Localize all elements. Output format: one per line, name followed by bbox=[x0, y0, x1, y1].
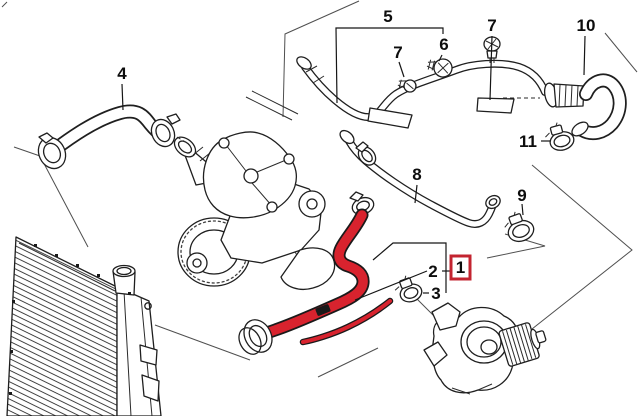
clamp-9-icon bbox=[504, 211, 535, 243]
callout-label-8: 8 bbox=[412, 165, 421, 184]
callout-label-6: 6 bbox=[439, 35, 448, 54]
pipe-5-bracket-left bbox=[367, 107, 413, 129]
leader-7-right bbox=[489, 35, 493, 101]
clamp-3-icon bbox=[394, 275, 423, 303]
engine-edge-lines bbox=[245, 90, 299, 121]
pump-housing bbox=[220, 181, 323, 264]
callout-label-1: 1 bbox=[456, 258, 465, 277]
water-pump-assembly bbox=[173, 90, 336, 291]
pipe-8-end-bore bbox=[488, 198, 498, 206]
callout-label-5: 5 bbox=[383, 7, 392, 26]
callout-label-10: 10 bbox=[577, 16, 596, 35]
throttle-heater-ribs bbox=[498, 322, 547, 367]
leader-7-left bbox=[398, 61, 405, 78]
corner-artifact bbox=[1, 1, 8, 8]
callout-label-3: 3 bbox=[431, 284, 440, 303]
highlighted-hose-1 bbox=[238, 191, 394, 355]
hose-1-flange bbox=[238, 319, 273, 355]
radiator-core-top-line bbox=[18, 242, 116, 292]
bolt-7-left bbox=[397, 79, 417, 93]
callout-label-7-left: 7 bbox=[393, 43, 402, 62]
hose-1-clip bbox=[315, 304, 331, 316]
plane-edge-topright bbox=[604, 32, 638, 73]
leader-10 bbox=[583, 35, 586, 76]
radiator-core bbox=[6, 236, 118, 416]
vent-screw-6 bbox=[426, 58, 453, 78]
bleed-hose-2 bbox=[301, 299, 392, 344]
leader-6 bbox=[438, 54, 443, 62]
pump-outlet-bore bbox=[306, 198, 318, 210]
leader-2-diagonal bbox=[354, 270, 428, 301]
hose-4-clamp-right bbox=[150, 113, 181, 148]
leader-radiator-to-hose1 bbox=[154, 324, 251, 361]
callout-label-7-right: 7 bbox=[487, 16, 496, 35]
throttle-shaft bbox=[480, 339, 498, 355]
water-pipe-5 bbox=[296, 56, 585, 129]
plane-chevron-outer bbox=[531, 164, 633, 330]
callout-label-4: 4 bbox=[117, 64, 127, 83]
callout-leaders bbox=[121, 27, 586, 301]
hose-10-open-end bbox=[571, 121, 589, 137]
hose-4-fit-dashes bbox=[176, 136, 190, 145]
callout-labels: 4 5 6 7 7 10 11 8 9 2 3 1 bbox=[117, 7, 595, 303]
plane-edge-bottom bbox=[317, 347, 379, 378]
radiator-bracket-details bbox=[139, 302, 160, 402]
pipe-5-end-ribs bbox=[305, 65, 325, 84]
callout-label-11: 11 bbox=[519, 132, 537, 151]
pump-lower-body bbox=[280, 247, 336, 291]
radiator-studs bbox=[9, 244, 131, 395]
leader-9 bbox=[521, 203, 524, 216]
plane-edge-left bbox=[282, 0, 360, 118]
highlight-box-1 bbox=[449, 254, 472, 281]
leader-4 bbox=[121, 83, 124, 111]
pump-outlet-flange bbox=[298, 190, 326, 218]
throttle-bracket-top bbox=[431, 302, 461, 331]
hose-1-top-clamp bbox=[349, 191, 375, 216]
return-pipe-8 bbox=[339, 129, 501, 228]
leader-hose4-tick bbox=[13, 146, 41, 157]
hose-4 bbox=[37, 104, 190, 170]
radiator-filler-neck bbox=[112, 264, 136, 296]
clamp-11-icon bbox=[545, 122, 575, 151]
leader-bracket-5 bbox=[335, 27, 444, 104]
pipe-8-clamp bbox=[355, 141, 377, 166]
pipe-5-open-end bbox=[296, 56, 312, 70]
leader-bracket-1 bbox=[372, 242, 447, 293]
callout-label-2: 2 bbox=[428, 262, 437, 281]
leader-hose4-to-radiator bbox=[39, 155, 89, 248]
throttle-bottom-lines bbox=[451, 383, 493, 395]
throttle-body bbox=[423, 302, 547, 395]
pipe-8-open-end bbox=[339, 129, 355, 145]
hose-10 bbox=[571, 73, 627, 141]
pipe-5-connector bbox=[543, 82, 585, 108]
pipe-5-bracket-right bbox=[476, 97, 515, 114]
callout-label-9: 9 bbox=[517, 186, 526, 205]
thermostat-cover bbox=[202, 131, 297, 219]
leader-8 bbox=[414, 184, 418, 204]
radiator bbox=[6, 236, 162, 416]
hose-4-clamp-left bbox=[37, 132, 67, 170]
pipe-8-end-ring bbox=[485, 194, 501, 210]
throttle-bracket-left bbox=[423, 341, 448, 367]
